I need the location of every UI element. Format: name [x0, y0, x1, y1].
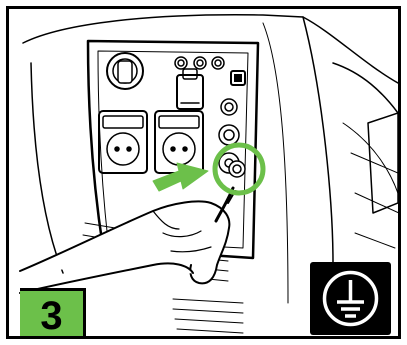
- step-number: 3: [40, 296, 62, 336]
- step-number-badge: 3: [20, 288, 86, 339]
- instruction-illustration: 3: [6, 6, 401, 339]
- ground-symbol-icon: [310, 262, 391, 335]
